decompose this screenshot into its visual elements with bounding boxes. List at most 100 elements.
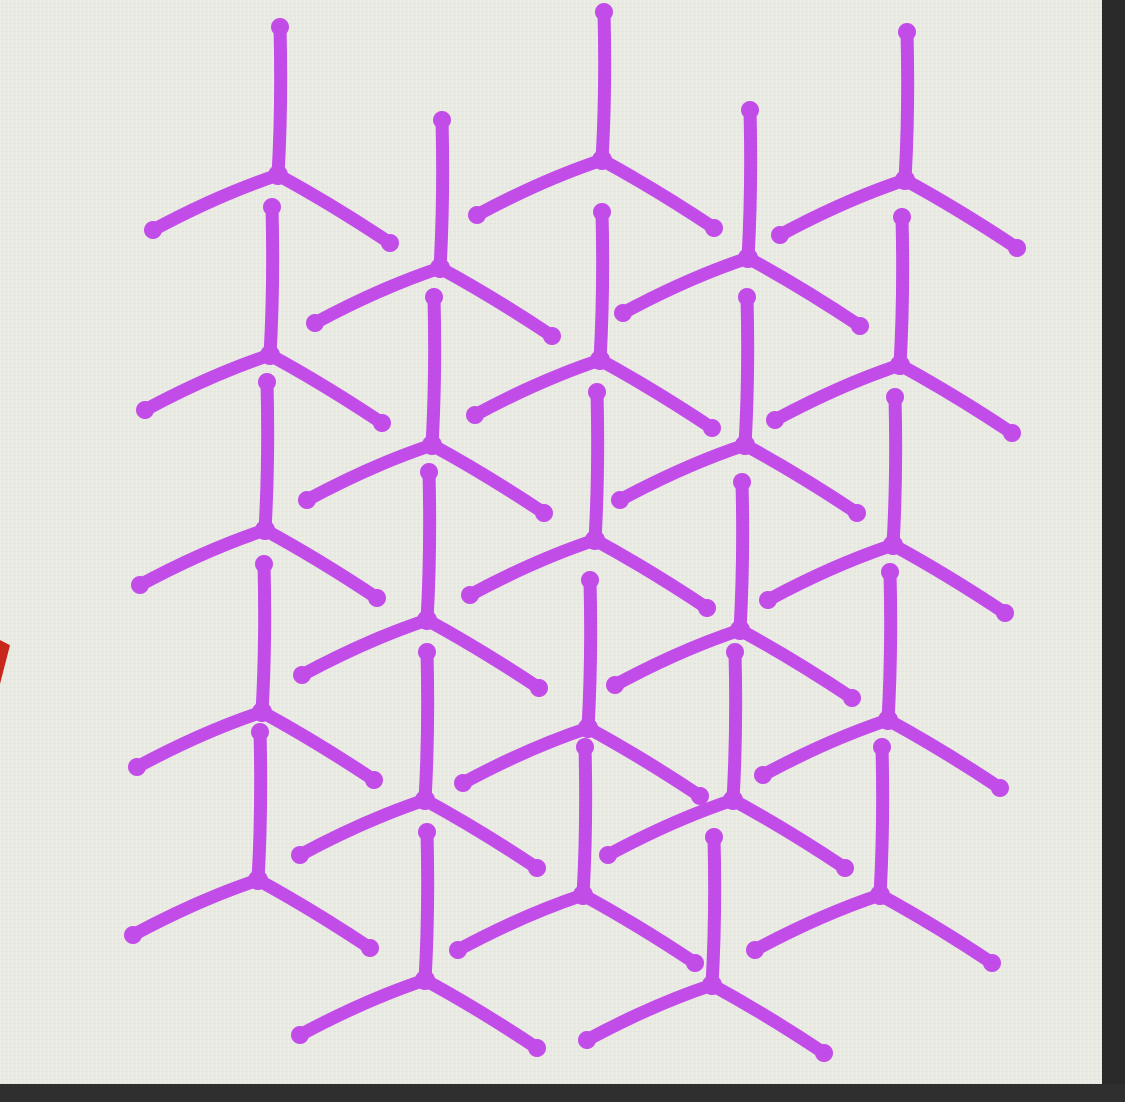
pinwheel-tip	[528, 1039, 546, 1057]
pinwheel-tip	[705, 828, 723, 846]
pinwheel-tip	[271, 18, 289, 36]
pinwheel-tip	[898, 23, 916, 41]
pinwheel-hub	[870, 885, 890, 905]
pinwheel-tip	[759, 591, 777, 609]
pinwheel-tip	[881, 563, 899, 581]
pinwheel-hub	[573, 885, 593, 905]
pinwheel-tip	[468, 206, 486, 224]
monitor-bezel-bottom	[0, 1084, 1125, 1102]
pinwheel-hub	[702, 975, 722, 995]
pinwheel-hub	[895, 170, 915, 190]
pinwheel-tip	[1003, 424, 1021, 442]
pinwheel-tip	[738, 288, 756, 306]
pinwheel-tip	[368, 589, 386, 607]
pinwheel-tip	[733, 473, 751, 491]
pinwheel-tip	[543, 327, 561, 345]
pinwheel-hub	[590, 350, 610, 370]
pinwheel-hub	[248, 870, 268, 890]
pinwheel-shape-8-2	[746, 738, 1001, 972]
pinwheel-tip	[754, 766, 772, 784]
pinwheel-shape-1-1	[614, 101, 869, 335]
pinwheel-arms	[308, 113, 559, 343]
pinwheel-arms	[293, 645, 544, 875]
pinwheel-shape-9-1	[578, 828, 833, 1062]
pinwheel-tip	[373, 414, 391, 432]
pinwheel-arms	[616, 103, 867, 333]
pinwheel-hub	[585, 530, 605, 550]
pinwheel-tip	[698, 599, 716, 617]
pinwheel-arms	[468, 205, 719, 435]
pinwheel-tip	[746, 941, 764, 959]
pinwheel-arms	[456, 573, 707, 803]
red-edge-marker	[0, 640, 10, 684]
pinwheel-shape-0-2	[771, 23, 1026, 257]
pinwheel-hub	[578, 718, 598, 738]
pinwheel-tip	[1008, 239, 1026, 257]
pinwheel-tip	[128, 758, 146, 776]
pinwheel-tip	[361, 939, 379, 957]
pinwheel-shape-3-0	[298, 288, 553, 522]
pinwheel-tip	[691, 787, 709, 805]
pinwheel-arms	[300, 290, 551, 520]
pinwheel-shape-6-2	[754, 563, 1009, 797]
pinwheel-tip	[255, 555, 273, 573]
pinwheel-tip	[293, 666, 311, 684]
pinwheel-tip	[983, 954, 1001, 972]
pinwheel-tip	[766, 411, 784, 429]
pinwheel-shape-2-1	[466, 203, 721, 437]
pinwheel-tip	[836, 859, 854, 877]
pinwheel-shape-1-0	[306, 111, 561, 345]
pinwheel-tip	[418, 643, 436, 661]
pinwheel-tip	[726, 643, 744, 661]
pinwheel-hub	[417, 610, 437, 630]
pinwheel-tip	[741, 101, 759, 119]
pinwheel-tip	[873, 738, 891, 756]
pinwheel-tip	[851, 317, 869, 335]
pinwheel-hub	[730, 620, 750, 640]
pinwheel-shape-6-1	[454, 571, 709, 805]
pinwheel-tip	[454, 774, 472, 792]
pinwheel-shape-0-0	[144, 18, 399, 252]
pinwheel-arms	[580, 830, 831, 1060]
pinwheel-hub	[890, 355, 910, 375]
pinwheel-tip	[291, 846, 309, 864]
pinwheel-tip	[588, 383, 606, 401]
pinwheel-hub	[422, 435, 442, 455]
pinwheel-tip	[576, 738, 594, 756]
pinwheel-arms	[608, 475, 859, 705]
pinwheel-tip	[461, 586, 479, 604]
pinwheel-shape-4-1	[461, 383, 716, 617]
pinwheel-tip	[581, 571, 599, 589]
monitor-bezel-right	[1102, 0, 1125, 1102]
pinwheel-tip	[578, 1031, 596, 1049]
pinwheel-arms	[761, 390, 1012, 620]
pinwheel-tip	[466, 406, 484, 424]
pinwheel-tip	[843, 689, 861, 707]
pinwheel-tip	[686, 954, 704, 972]
pinwheel-tip	[124, 926, 142, 944]
pinwheel-tip	[893, 208, 911, 226]
pinwheel-tip	[614, 304, 632, 322]
pinwheel-hub	[738, 248, 758, 268]
pinwheel-arms	[470, 5, 721, 235]
pinwheel-tip	[611, 491, 629, 509]
pinwheel-shape-6-0	[128, 555, 383, 789]
pinwheel-shape-7-0	[291, 643, 546, 877]
pinwheel-shape-2-2	[766, 208, 1021, 442]
pinwheel-tip	[593, 203, 611, 221]
pinwheel-tip	[886, 388, 904, 406]
pinwheel-tip	[996, 604, 1014, 622]
pinwheel-arms	[293, 825, 544, 1055]
pinwheel-tip	[306, 314, 324, 332]
pinwheel-tip	[815, 1044, 833, 1062]
pinwheel-arms	[126, 725, 377, 955]
pinwheel-arms	[613, 290, 864, 520]
pinwheel-shape-4-2	[759, 388, 1014, 622]
pinwheel-tip	[595, 3, 613, 21]
pinwheel-tip	[433, 111, 451, 129]
pinwheel-hub	[268, 165, 288, 185]
pinwheel-tip	[528, 859, 546, 877]
pinwheel-arms	[133, 375, 384, 605]
pinwheel-tip	[263, 198, 281, 216]
